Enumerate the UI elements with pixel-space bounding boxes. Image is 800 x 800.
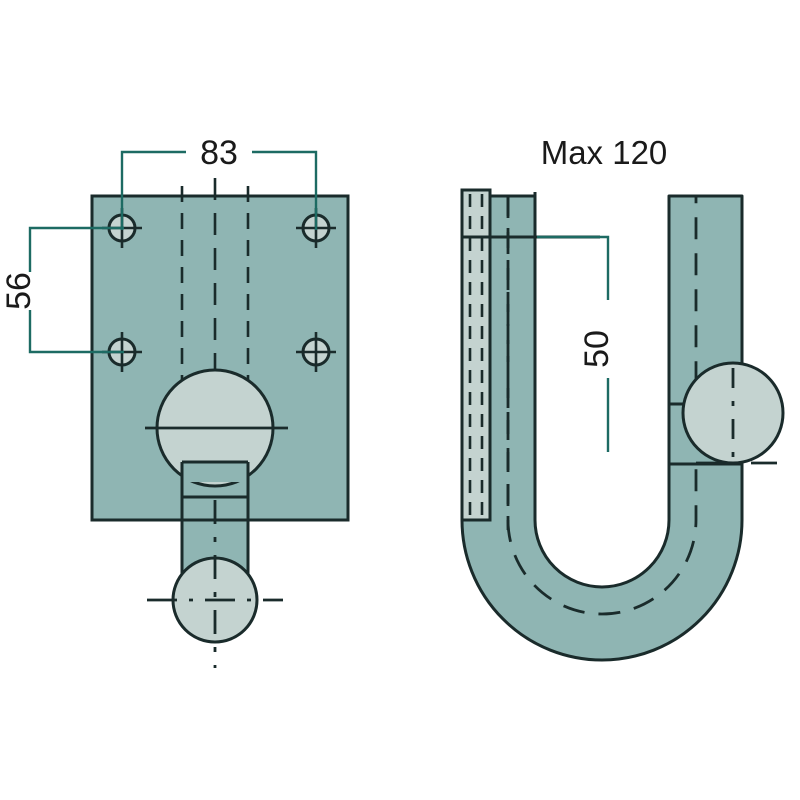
plate-strip-hidden-lines <box>468 194 484 516</box>
dimension-83-leader-right <box>252 150 318 230</box>
hook-hidden-center-path <box>506 196 698 616</box>
plate-edge-strip <box>460 188 492 522</box>
dimension-56-leader-bottom <box>28 310 124 354</box>
dimension-50-value: 50 <box>578 330 616 368</box>
dimension-56: 56 <box>0 226 124 354</box>
plate-center-lines <box>180 178 250 400</box>
dimension-50: 50 <box>537 235 616 452</box>
bolt-hole-bottom-right <box>296 332 336 372</box>
max-120-label: Max 120 <box>541 134 668 171</box>
dimension-56-leader-top <box>28 226 124 272</box>
hook-body-group <box>460 194 744 662</box>
dimension-83-value: 83 <box>200 134 238 172</box>
side-view-plate-strip <box>460 188 492 522</box>
side-view <box>460 188 785 662</box>
dimension-83-leader-left <box>120 150 186 230</box>
tow-ball-circle <box>681 361 785 465</box>
hook-body <box>460 194 744 662</box>
dimension-56-value: 56 <box>0 272 38 310</box>
dimension-83: 83 <box>120 134 318 230</box>
lower-ball-group <box>147 500 283 668</box>
tow-ball-group <box>667 361 785 470</box>
dimension-50-leader-top <box>537 235 610 300</box>
boss-neck-fill <box>182 462 248 482</box>
front-view <box>90 178 350 668</box>
